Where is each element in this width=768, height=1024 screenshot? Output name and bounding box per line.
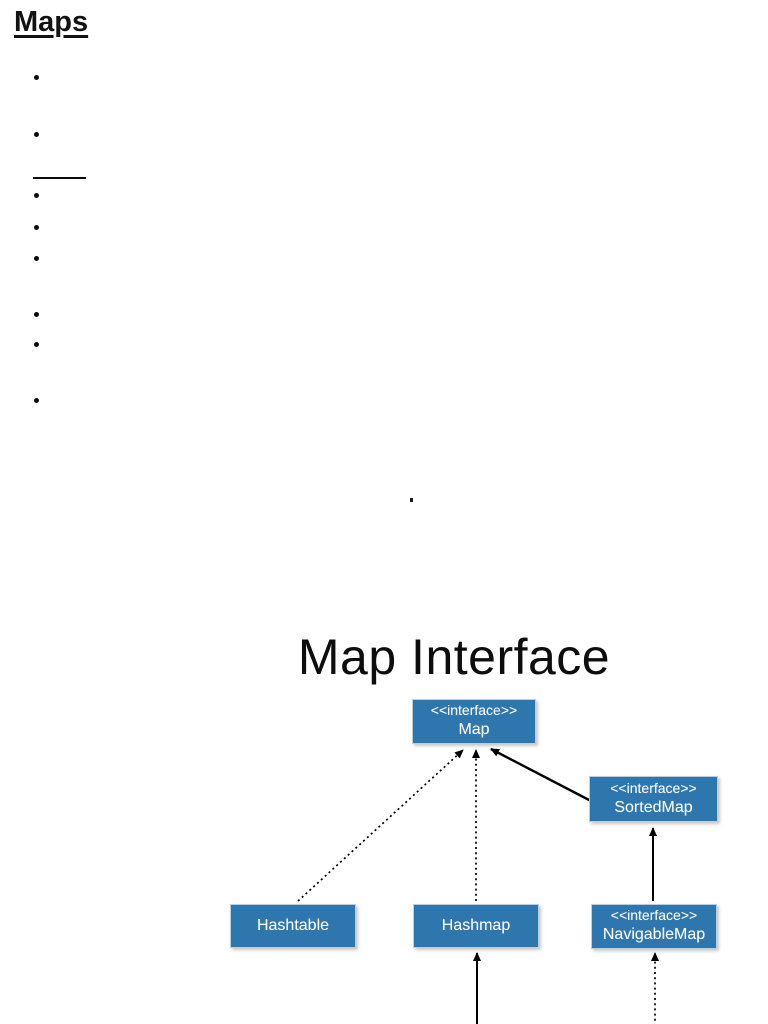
edge-hashtable-to-map [297,749,464,902]
node-hashmap: Hashmap [413,904,539,948]
node-map-stereotype: <<interface>> [430,702,518,719]
page-title: Maps [14,6,89,38]
node-navigablemap-interface: <<interface>> NavigableMap [591,904,717,949]
node-map-name: Map [458,721,490,739]
diagram-title: Map Interface [297,629,611,685]
section-underline [33,177,86,179]
node-navigablemap-name: NavigableMap [602,926,706,944]
bullet-marker [34,225,39,230]
bullet-marker [34,193,39,198]
node-hashmap-name: Hashmap [441,916,511,934]
node-navigablemap-stereotype: <<interface>> [610,907,698,924]
bullet-marker [34,342,39,347]
edge-sortedmap-to-map [490,747,592,803]
node-sortedmap-stereotype: <<interface>> [610,779,697,796]
bullet-marker [34,312,39,317]
bullet-marker [34,256,39,261]
node-map-interface: <<interface>> Map [412,699,536,744]
bullet-marker [34,132,39,137]
stray-dot [410,498,413,502]
bullet-marker [34,398,39,403]
bullet-marker [34,75,39,80]
node-hashtable-name: Hashtable [256,916,330,934]
node-hashtable: Hashtable [230,904,356,948]
node-sortedmap-interface: <<interface>> SortedMap [589,776,718,822]
node-sortedmap-name: SortedMap [614,798,693,816]
